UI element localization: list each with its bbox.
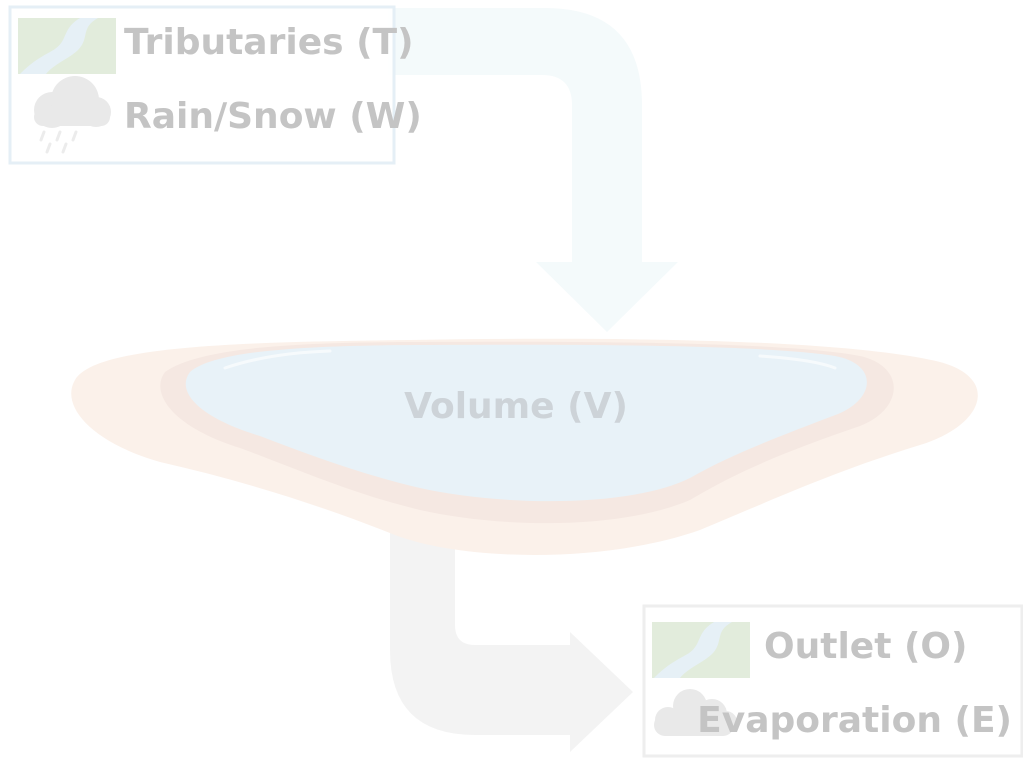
river-icon xyxy=(652,622,750,678)
evaporation-cloud-icon xyxy=(654,689,737,736)
rain-cloud-icon xyxy=(34,76,111,154)
inflow-box: Tributaries (T) Rain/Snow (W) xyxy=(8,5,422,165)
outflow-arrow xyxy=(390,520,633,752)
lake-water xyxy=(185,344,867,502)
lake-highlight xyxy=(223,349,332,370)
outlet-label: Outlet (O) xyxy=(764,626,967,667)
inflow-arrow xyxy=(388,8,678,332)
lake: Volume (V) xyxy=(71,338,978,555)
lake-highlight xyxy=(758,354,837,370)
rain-snow-label: Rain/Snow (W) xyxy=(124,96,422,137)
river-icon xyxy=(18,18,116,74)
outflow-box: Outlet (O) Evaporation (E) xyxy=(642,604,1023,758)
tributaries-label: Tributaries (T) xyxy=(124,22,414,63)
evaporation-label: Evaporation (E) xyxy=(697,700,1012,741)
lake-volume-label: Volume (V) xyxy=(404,386,628,427)
